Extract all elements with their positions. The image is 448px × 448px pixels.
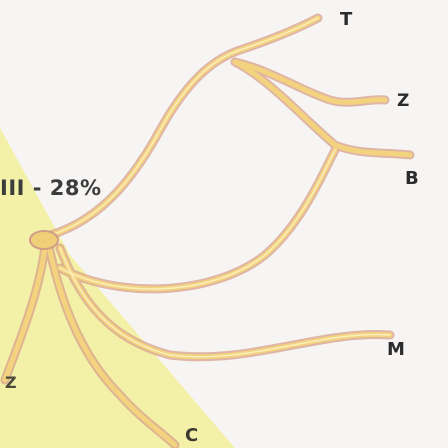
nerve-origin	[30, 231, 58, 249]
label-z-left: Z	[5, 375, 17, 391]
label-c: C	[185, 427, 198, 445]
label-z-right: Z	[397, 93, 409, 110]
branch-percentage-label: III - 28%	[0, 178, 102, 199]
label-m: M	[387, 341, 405, 359]
label-b: B	[405, 170, 419, 188]
label-t: T	[340, 11, 352, 29]
branch-to-t	[40, 18, 318, 238]
